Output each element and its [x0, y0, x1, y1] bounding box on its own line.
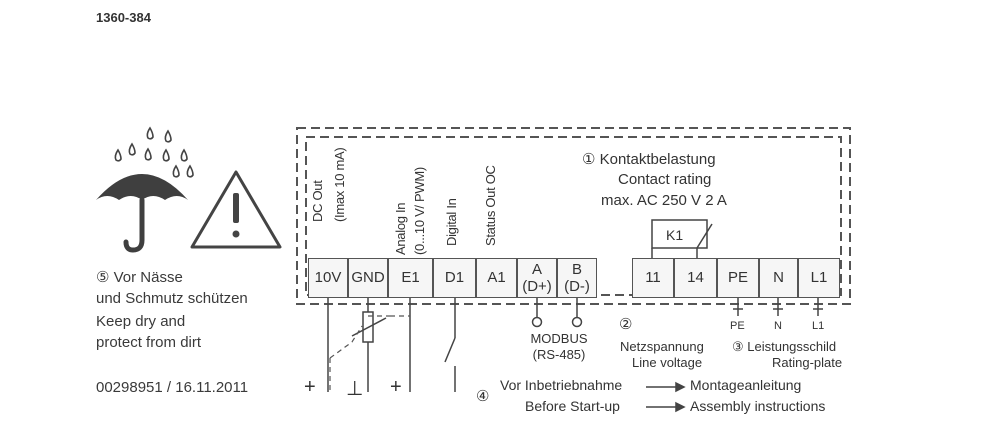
terminal-14: 14	[674, 258, 717, 298]
instructions-de-left: Vor Inbetriebnahme	[500, 377, 623, 393]
header-digital-in: Digital In	[444, 198, 459, 246]
terminal-d1: D1	[433, 258, 476, 298]
header-dc-out: DC Out	[310, 180, 325, 222]
header-imax: (Imax 10 mA)	[332, 147, 347, 222]
terminal-a-sub: (D+)	[522, 278, 552, 295]
terminal-a-label: A	[531, 261, 542, 278]
terminal-10v: 10V	[308, 258, 348, 298]
modbus-label: MODBUS	[530, 331, 588, 346]
pin-label-l1: L1	[812, 320, 825, 332]
contact-line-3: max. AC 250 V 2 A	[601, 192, 727, 209]
line-voltage-de: Netzspannung	[620, 339, 704, 354]
instructions-en-left: Before Start-up	[525, 398, 620, 414]
relay-k1	[651, 219, 713, 258]
modbus-sub: (RS-485)	[532, 347, 586, 362]
rating-plate-de: ③ Leistungsschild	[732, 339, 837, 354]
relay-label: K1	[666, 227, 684, 243]
terminal-b-label: B	[571, 261, 582, 278]
header-analog-range: (0...10 V/ PWM)	[412, 167, 427, 255]
terminal-b-d-minus: B (D-)	[557, 258, 597, 298]
terminal-gnd: GND	[348, 258, 388, 298]
footer-code: 00298951 / 16.11.2011	[96, 379, 249, 396]
warning-line-2: und Schmutz schützen	[96, 290, 248, 307]
rating-plate-en: Rating-plate	[772, 355, 843, 370]
instructions-marker: ④	[476, 388, 490, 405]
contact-line-1: ① Kontaktbelastung	[582, 151, 716, 168]
terminal-e1: E1	[388, 258, 433, 298]
document-id: 1360-384	[96, 10, 151, 25]
instructions-de-right: Montageanleitung	[690, 377, 802, 393]
contact-line-2: Contact rating	[618, 171, 712, 188]
terminal-n: N	[759, 258, 798, 298]
polarity-ground: ⊥	[346, 378, 364, 400]
pin-label-n: N	[774, 320, 782, 332]
line-voltage-marker: ②	[619, 316, 633, 333]
header-analog-in: Analog In	[393, 202, 408, 255]
terminal-pe: PE	[717, 258, 759, 298]
instructions-en-right: Assembly instructions	[690, 398, 826, 414]
terminal-11: 11	[632, 258, 674, 298]
warning-line-4: protect from dirt	[96, 334, 202, 351]
terminal-b-sub: (D-)	[564, 278, 590, 295]
polarity-plus-left: +	[304, 376, 316, 398]
warning-line-3: Keep dry and	[96, 313, 186, 330]
warning-line-1: ⑤ Vor Nässe	[96, 269, 183, 286]
line-voltage-en: Line voltage	[632, 355, 703, 370]
terminal-a-d-plus: A (D+)	[517, 258, 557, 298]
pin-label-pe: PE	[730, 320, 745, 332]
header-status-out: Status Out OC	[483, 165, 498, 246]
polarity-plus-right: +	[390, 376, 402, 398]
terminal-l1: L1	[798, 258, 840, 298]
terminal-a1: A1	[476, 258, 517, 298]
